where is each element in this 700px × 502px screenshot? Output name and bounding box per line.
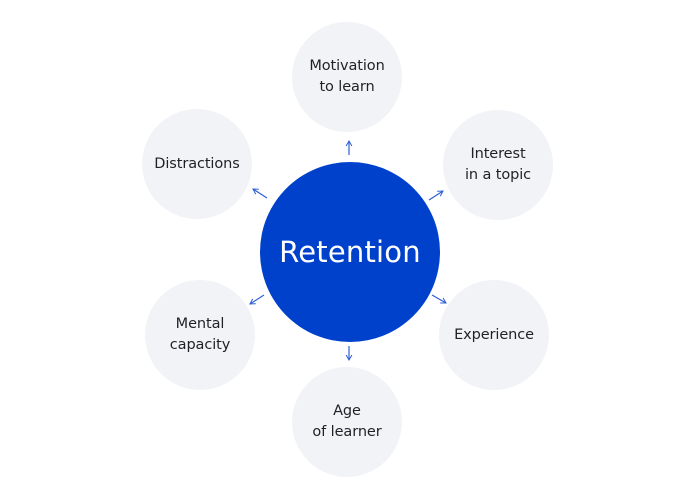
arrow-to-interest xyxy=(428,190,444,201)
arrow-to-experience xyxy=(431,294,447,304)
factor-node-motivation: Motivation to learn xyxy=(292,22,402,132)
factor-label-line: Interest xyxy=(470,146,526,162)
arrow-to-mental-capacity xyxy=(249,294,265,305)
factor-label-line: to learn xyxy=(319,79,375,95)
factor-label-line: Age xyxy=(333,403,361,419)
arrow-to-distractions xyxy=(252,188,268,199)
factor-node-distractions: Distractions xyxy=(142,109,252,219)
factor-label-line: in a topic xyxy=(464,167,532,183)
factor-label-line: of learner xyxy=(312,424,382,440)
factor-node-age: Age of learner xyxy=(292,367,402,477)
center-node-retention: Retention xyxy=(260,162,440,342)
factor-label-line: Mental xyxy=(175,316,225,332)
factor-label-line: Distractions xyxy=(154,155,240,172)
factor-node-interest: Interest in a topic xyxy=(443,110,553,220)
factor-label-line: Experience xyxy=(454,326,534,343)
factor-node-experience: Experience xyxy=(439,280,549,390)
center-label: Retention xyxy=(279,235,421,269)
factor-node-mental-capacity: Mental capacity xyxy=(145,280,255,390)
factor-label-line: Motivation xyxy=(309,58,385,74)
factor-label-line: capacity xyxy=(169,337,231,353)
